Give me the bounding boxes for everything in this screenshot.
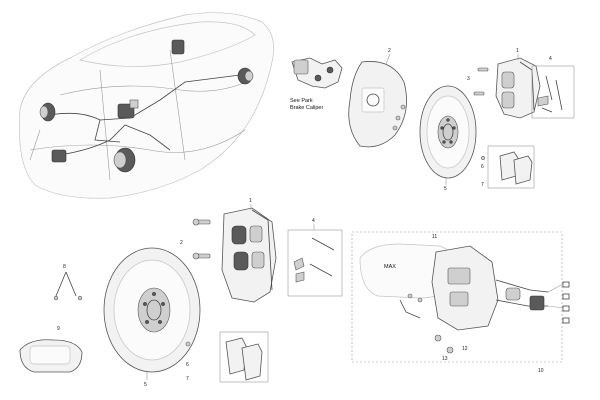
rear-brake-pads: 6 7 [481,145,535,189]
callout-rear-hardware-kit: 4 [549,56,552,62]
callout-rear-pad-bracket: 7 [481,182,484,188]
callout-booster-pipe: 12 [462,346,468,352]
front-brake-rotor: 5 [103,247,201,388]
callout-booster-top: 11 [432,234,437,240]
callout-front-rotor: 5 [144,382,147,388]
rear-caliper-bolts: 3 [467,67,489,96]
shield-bolts [392,104,406,131]
callout-rear-caliper-bolt: 3 [467,76,470,82]
callout-front-clips: 4 [312,218,315,224]
callout-booster-nut: 13 [442,356,448,362]
rear-brake-rotor: 5 [419,85,477,192]
brake-booster-master-cylinder: MAX 11 12 13 [351,231,563,363]
rear-hardware-kit: 4 [531,56,575,119]
callout-front-caliper: 1 [249,198,252,204]
vehicle-overview [19,12,274,199]
callout-rear-caliper: 1 [516,48,519,54]
callout-front-pads: 6 [186,362,189,368]
left-fasteners: 8 [53,264,83,301]
booster-fastener-callouts: 10 [538,281,570,374]
rear-dust-shield: 2 [348,48,407,148]
left-brake-pad: 9 [19,326,83,373]
front-caliper-clips: 4 [287,218,343,297]
park-brake-caliper: See Park Brake Caliper [290,57,343,111]
callout-rear-rotor: 5 [444,186,447,192]
reservoir-max-label: MAX [384,264,396,270]
rear-brake-caliper: 1 [495,48,541,119]
callout-front-bolt-a: 2 [180,240,183,246]
front-caliper-bolts: 2 3 [180,218,211,268]
callout-rear-pads: 6 [481,164,484,170]
front-brake-pads: 6 7 [185,331,269,383]
see-park-caliper-line2: Brake Caliper [290,105,323,111]
front-brake-caliper: 1 [221,198,277,303]
callout-left-screw: 8 [63,264,66,270]
callout-front-kit-box: 10 [538,368,544,374]
callout-rear-shield: 2 [388,48,391,54]
callout-front-pad-shim: 7 [186,376,189,382]
callout-left-pad: 9 [57,326,60,332]
see-park-caliper-line1: See Park [290,98,313,104]
